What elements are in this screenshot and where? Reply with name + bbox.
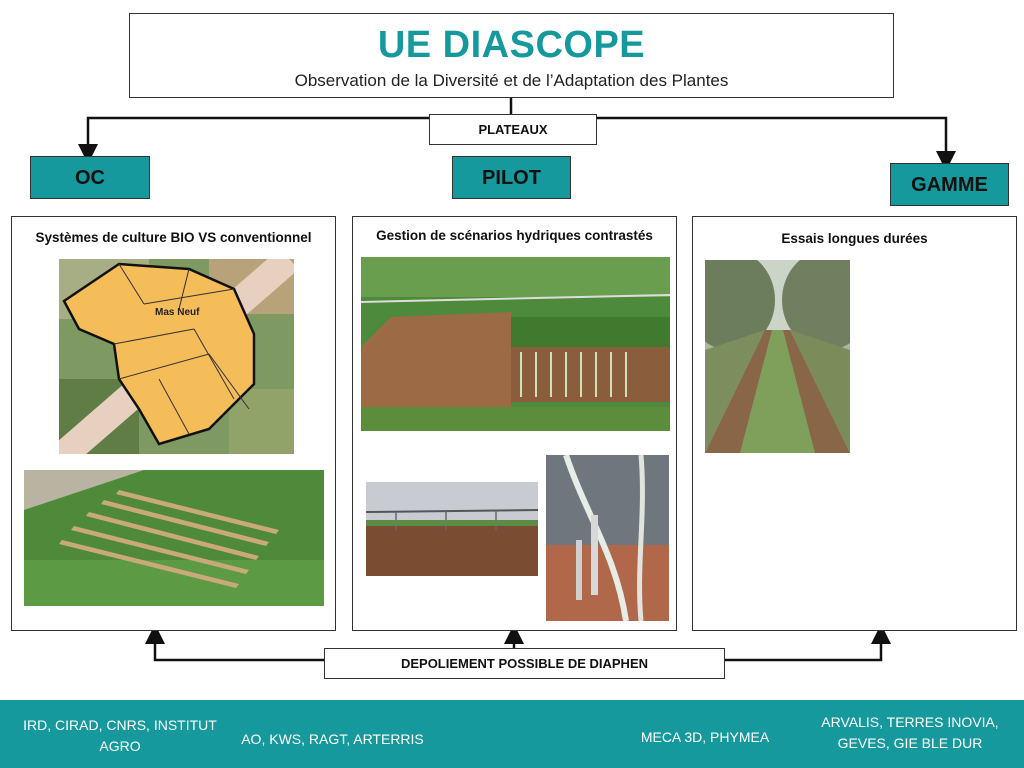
irrigation-fields-photo: [361, 257, 670, 431]
panel-gamme: Essais longues durées: [692, 216, 1017, 631]
panel-oc: Systèmes de culture BIO VS conventionnel…: [11, 216, 336, 631]
deployment-label: DEPOLIEMENT POSSIBLE DE DIAPHEN: [324, 648, 725, 679]
olive-grove-photo: [705, 260, 850, 453]
aerial-map-image: Mas Neuf: [59, 259, 294, 454]
partners-meca: MECA 3D, PHYMEA: [640, 729, 770, 745]
panel-gamme-title: Essais longues durées: [781, 231, 928, 246]
site-gamme: GAMME: [890, 163, 1009, 206]
page-subtitle: Observation de la Diversité et de l’Adap…: [294, 71, 729, 90]
plateaux-label: PLATEAUX: [429, 114, 597, 145]
panel-pilot: Gestion de scénarios hydriques contrasté…: [352, 216, 677, 631]
page-title: UE DIASCOPE: [377, 24, 646, 66]
arrow-to-oc-panel: [145, 624, 324, 662]
title-box: UE DIASCOPE Observation de la Diversité …: [129, 13, 894, 98]
panel-pilot-title: Gestion de scénarios hydriques contrasté…: [376, 228, 653, 243]
pivot-irrigation-photo: [366, 482, 538, 576]
partners-pilot: AO, KWS, RAGT, ARTERRIS: [241, 731, 424, 747]
trial-plots-photo: [24, 470, 324, 606]
arrow-to-oc: [78, 116, 429, 164]
arrow-to-gamme: [597, 116, 956, 171]
site-pilot: PILOT: [452, 156, 571, 199]
map-label: Mas Neuf: [155, 307, 200, 318]
panel-oc-title: Systèmes de culture BIO VS conventionnel: [35, 230, 312, 245]
sensor-tubes-photo: [546, 455, 669, 621]
connector-lines: [78, 98, 956, 662]
partners-gamme: ARVALIS, TERRES INOVIA, GEVES, GIE BLE D…: [821, 714, 999, 751]
site-oc: OC: [30, 156, 150, 199]
arrow-to-gamme-panel: [725, 624, 891, 662]
partners-oc: IRD, CIRAD, CNRS, INSTITUT AGRO: [23, 717, 217, 754]
partners-footer: IRD, CIRAD, CNRS, INSTITUT AGRO AO, KWS,…: [0, 700, 1024, 768]
